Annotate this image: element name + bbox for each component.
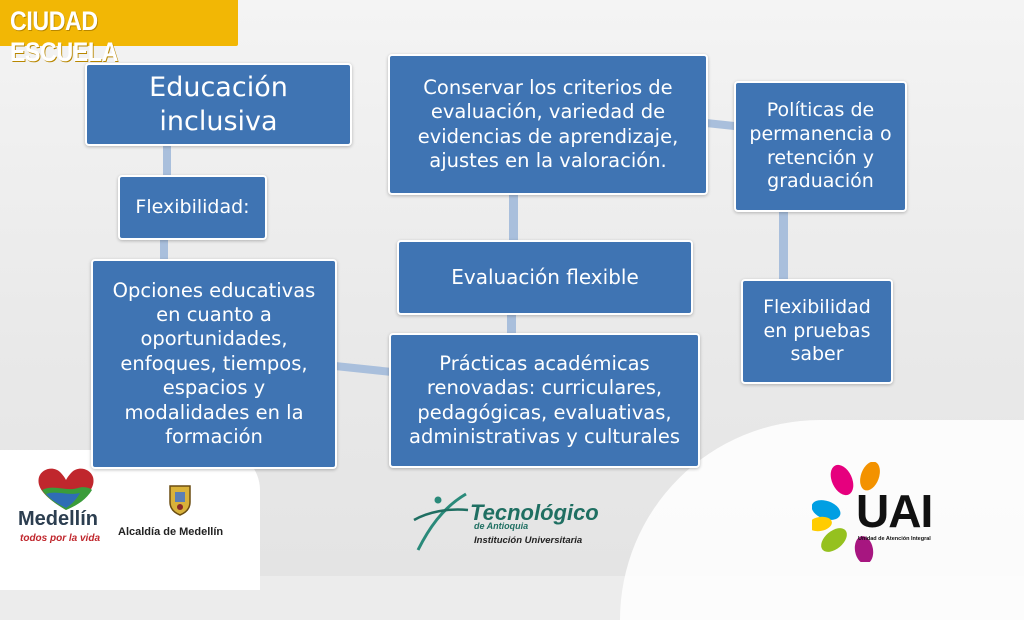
node-opciones-educativas-label: Opciones educativas en cuanto a oportuni… xyxy=(112,278,316,448)
node-flexibilidad: Flexibilidad: xyxy=(118,175,267,240)
connector-evaluacion-conservar xyxy=(509,194,518,242)
tecnologico-name: Tecnológico xyxy=(470,500,599,525)
medellin-tagline: todos por la vida xyxy=(20,533,101,544)
uai-sub: Unidad de Atención Integral xyxy=(858,536,931,542)
node-flexibilidad-label: Flexibilidad: xyxy=(135,195,250,218)
coat-of-arms-icon xyxy=(169,485,191,516)
alcaldia-name: Alcaldía de Medellín xyxy=(118,526,224,538)
medellin-name: Medellín xyxy=(18,508,99,530)
node-flexibilidad-pruebas-label: Flexibilidad en pruebas saber xyxy=(763,295,871,366)
node-evaluacion-flexible-label: Evaluación flexible xyxy=(451,265,639,289)
node-evaluacion-flexible: Evaluación flexible xyxy=(397,240,693,315)
medellin-logo: Medellín todos por la vida xyxy=(14,466,114,556)
connector-educacion-flexibilidad xyxy=(163,145,171,177)
heart-icon xyxy=(38,468,94,510)
uai-name: UAI xyxy=(856,485,933,537)
node-practicas-academicas: Prácticas académicas renovadas: curricul… xyxy=(389,333,700,468)
node-conservar-criterios: Conservar los criterios de evaluación, v… xyxy=(388,54,708,195)
node-educacion-inclusiva: Educación inclusiva xyxy=(85,63,352,146)
connector-practicas-evaluacion xyxy=(507,313,516,335)
tecnologico-logo: Tecnológico de Antioquia Institución Uni… xyxy=(408,490,638,560)
connector-politicas-pruebas xyxy=(779,210,788,282)
tecnologico-emblem-icon xyxy=(413,492,469,551)
header-badge: CIUDAD ESCUELA xyxy=(0,0,238,67)
node-conservar-criterios-label: Conservar los criterios de evaluación, v… xyxy=(417,75,679,172)
uai-logo: UAI Unidad de Atención Integral xyxy=(812,462,962,562)
node-politicas-permanencia-label: Políticas de permanencia o retención y g… xyxy=(749,99,892,193)
node-politicas-permanencia: Políticas de permanencia o retención y g… xyxy=(734,81,907,212)
node-practicas-academicas-label: Prácticas académicas renovadas: curricul… xyxy=(409,351,680,448)
node-educacion-inclusiva-label: Educación inclusiva xyxy=(149,71,288,137)
alcaldia-logo: Alcaldía de Medellín xyxy=(118,484,248,544)
tecnologico-sub: de Antioquia xyxy=(474,521,529,531)
header-title: CIUDAD ESCUELA xyxy=(10,6,118,67)
uai-hands-icon xyxy=(812,462,880,562)
tecnologico-line2: Institución Universitaria xyxy=(474,535,583,546)
node-opciones-educativas: Opciones educativas en cuanto a oportuni… xyxy=(91,259,337,469)
node-flexibilidad-pruebas: Flexibilidad en pruebas saber xyxy=(741,279,893,384)
connector-flexibilidad-opciones xyxy=(160,238,168,262)
